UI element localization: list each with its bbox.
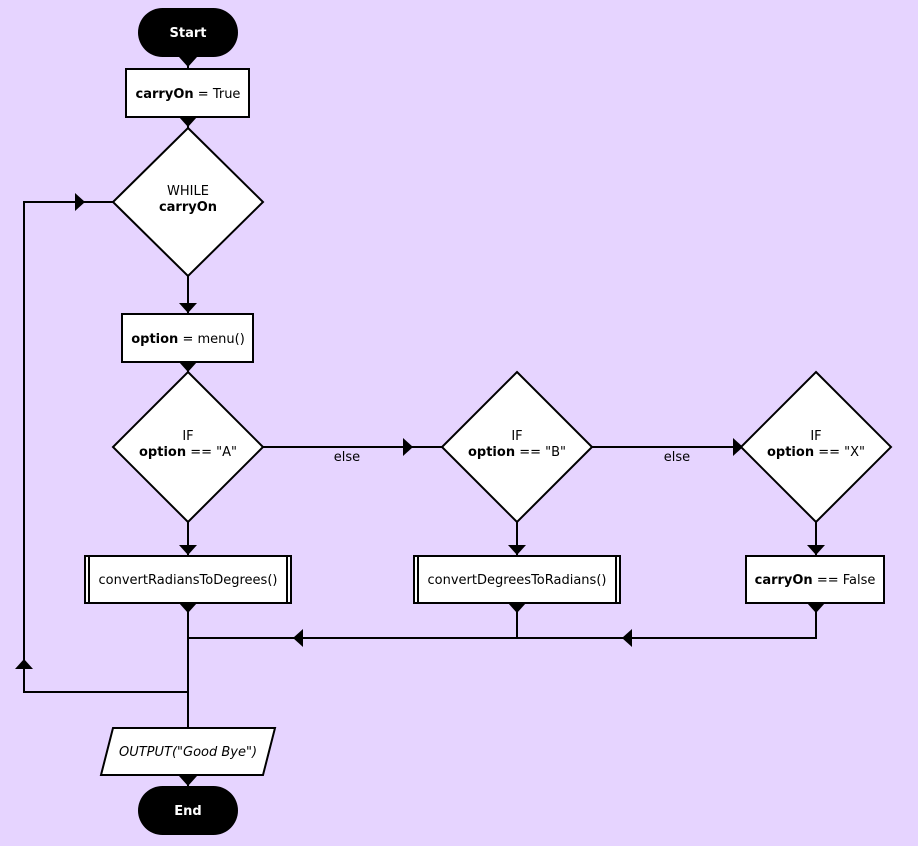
subroutine-box-radians-to-degrees: convertRadiansToDegrees(): [84, 555, 292, 604]
else-label: else: [334, 450, 360, 465]
arrow-down: [508, 545, 526, 555]
exit-process-box: carryOn == False: [745, 555, 885, 604]
arrowheads: [15, 57, 825, 786]
output-io-box: OUTPUT("Good Bye"): [99, 727, 277, 776]
start-terminal: Start: [138, 8, 238, 57]
subroutine-call: convertRadiansToDegrees(): [99, 573, 278, 588]
while-keyword: WHILE: [167, 184, 209, 199]
arrow-down: [807, 545, 825, 555]
arrow-down: [179, 362, 197, 372]
if-decision-b: IF option == "B": [440, 370, 594, 524]
while-condition: carryOn: [159, 200, 217, 215]
start-label: Start: [170, 26, 207, 41]
if-keyword: IF: [810, 429, 821, 444]
arrow-down: [807, 603, 825, 613]
arrow-down: [179, 776, 197, 786]
arrow-left: [293, 629, 303, 647]
else-label: else: [664, 450, 690, 465]
if-condition: option == "X": [767, 445, 865, 460]
arrow-right: [75, 193, 85, 211]
menu-process-box: option = menu(): [121, 313, 254, 363]
arrow-down: [508, 603, 526, 613]
arrow-left: [622, 629, 632, 647]
menu-statement: option = menu(): [131, 332, 245, 347]
arrow-down: [179, 117, 197, 127]
exit-statement: carryOn == False: [755, 573, 876, 588]
arrow-right: [403, 438, 413, 456]
arrow-right: [733, 438, 743, 456]
arrow-down: [179, 57, 197, 67]
init-statement: carryOn = True: [136, 87, 241, 102]
subroutine-box-degrees-to-radians: convertDegreesToRadians(): [413, 555, 621, 604]
if-keyword: IF: [511, 429, 522, 444]
if-keyword: IF: [182, 429, 193, 444]
arrow-down: [179, 545, 197, 555]
if-decision-a: IF option == "A": [111, 370, 265, 524]
arrow-down: [179, 303, 197, 313]
if-condition: option == "B": [468, 445, 566, 460]
if-condition: option == "A": [139, 445, 237, 460]
output-statement: OUTPUT("Good Bye"): [119, 745, 257, 760]
arrow-up: [15, 659, 33, 669]
end-label: End: [174, 804, 201, 819]
if-decision-x: IF option == "X": [739, 370, 893, 524]
init-process-box: carryOn = True: [125, 68, 250, 118]
while-decision: WHILE carryOn: [111, 126, 265, 278]
subroutine-call: convertDegreesToRadians(): [428, 573, 607, 588]
arrow-down: [179, 603, 197, 613]
end-terminal: End: [138, 786, 238, 835]
